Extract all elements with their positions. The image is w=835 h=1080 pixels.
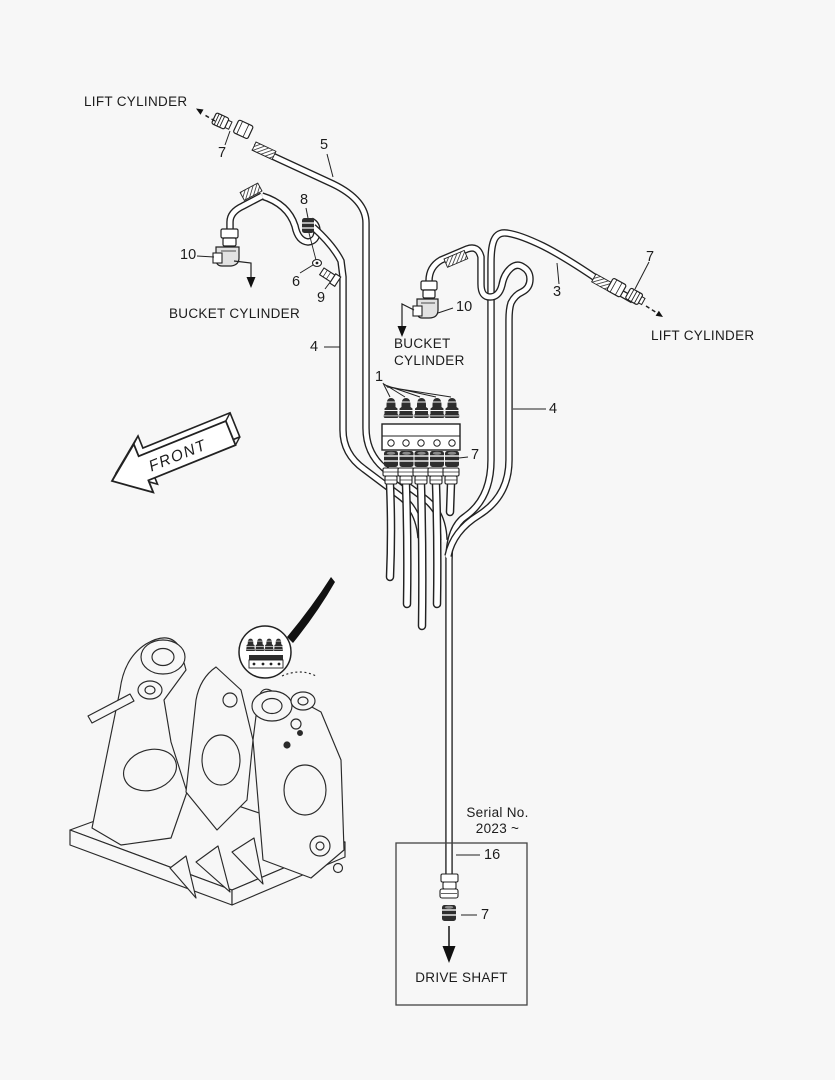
callout-7-drive-shaft: 7 bbox=[481, 907, 490, 923]
callout-10-elbow-left: 10 bbox=[180, 247, 197, 263]
serial-note-label: Serial No. 2023 ~ bbox=[466, 805, 529, 836]
lift-cylinder-right-label: LIFT CYLINDER bbox=[651, 328, 755, 343]
hose-bucket-cylinder-left bbox=[226, 192, 425, 541]
callout-16-tube: 16 bbox=[484, 847, 501, 863]
callout-5-hose: 5 bbox=[320, 137, 329, 153]
callout-leader-lines bbox=[196, 130, 650, 916]
manifold-detail-callout bbox=[238, 577, 335, 679]
fitting-elbow-bucket-center bbox=[412, 280, 439, 319]
manifold-block-assembly bbox=[381, 397, 461, 485]
fitting-lift-left bbox=[211, 112, 254, 140]
callout-7-lift-right: 7 bbox=[646, 249, 655, 265]
callout-8-clamp: 8 bbox=[300, 192, 309, 208]
callout-7-lift-left: 7 bbox=[218, 145, 227, 161]
hose-lift-cylinder-right-and-drop-tube bbox=[445, 229, 635, 878]
hose-crimp-marks bbox=[239, 141, 615, 293]
callout-9-bolt: 9 bbox=[317, 290, 326, 306]
bucket-cylinder-left-label: BUCKET CYLINDER bbox=[169, 306, 301, 321]
manifold-hanging-hoses bbox=[385, 479, 456, 631]
loader-frame-illustration bbox=[69, 637, 346, 906]
callout-3-hose: 3 bbox=[553, 284, 562, 300]
callout-4-pipes-left: 4 bbox=[310, 339, 319, 355]
fitting-lift-right bbox=[606, 277, 646, 306]
callout-4-pipes-right: 4 bbox=[549, 401, 558, 417]
hose-bucket-cylinder-center-with-loop bbox=[425, 244, 534, 559]
direction-arrows bbox=[196, 108, 663, 337]
fitting-elbow-bucket-left bbox=[212, 228, 240, 267]
callout-10-elbow-center: 10 bbox=[456, 299, 473, 315]
serial-note-box bbox=[395, 842, 528, 1006]
callout-1-manifold-fittings: 1 bbox=[375, 369, 384, 385]
front-direction-arrow: FRONT bbox=[110, 411, 241, 494]
drive-shaft-fitting-assembly bbox=[439, 873, 459, 963]
lift-cylinder-left-label: LIFT CYLINDER bbox=[84, 94, 188, 109]
callout-7-manifold-nuts: 7 bbox=[471, 447, 480, 463]
clamp-and-bolt bbox=[302, 218, 342, 288]
drive-shaft-label: DRIVE SHAFT bbox=[415, 970, 508, 985]
bucket-cylinder-center-label: BUCKET CYLINDER bbox=[394, 336, 465, 368]
callout-6-washer: 6 bbox=[292, 274, 301, 290]
